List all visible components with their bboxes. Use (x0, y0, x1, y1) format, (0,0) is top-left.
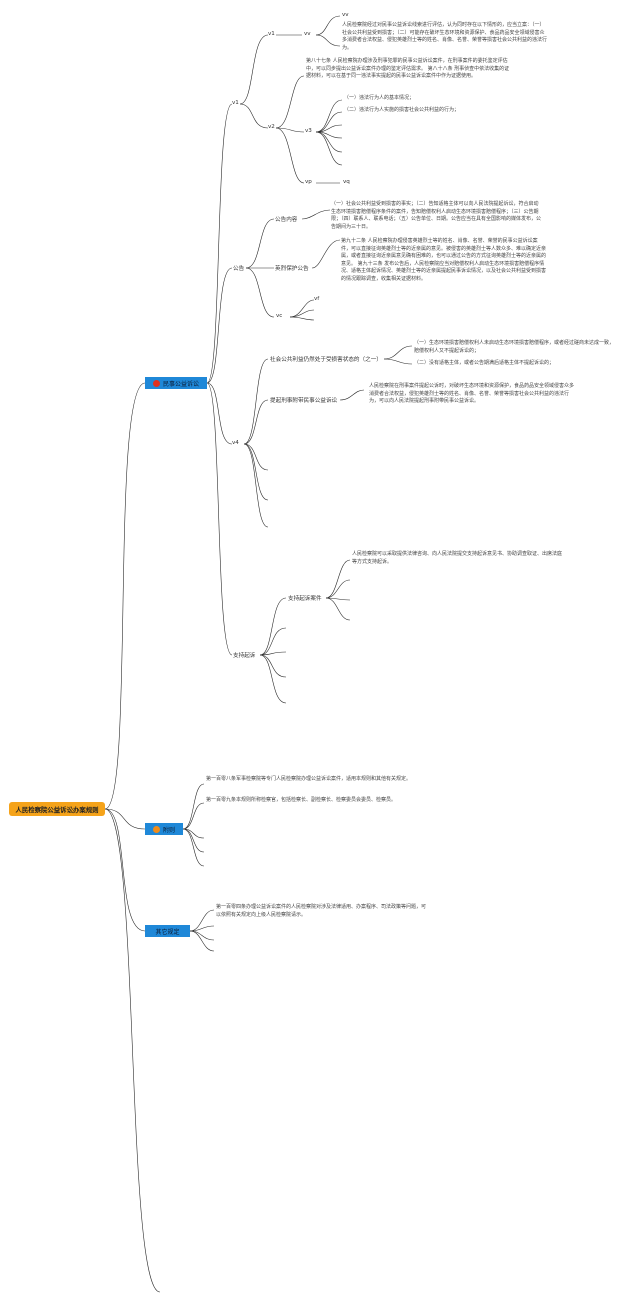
node-support[interactable]: 支持起诉 (233, 653, 256, 659)
node-v1[interactable]: v1 (232, 100, 239, 106)
text-act-1: （一）违法行为人的基本情况； (344, 95, 415, 101)
text-appendix-109: 第一百零九条本规则所称检察官，包括检察长、副检察长、检察委员会委员、检察员。 (206, 797, 397, 803)
node-vf[interactable]: vf (314, 296, 320, 302)
node-v2[interactable]: v2 (268, 124, 275, 130)
node-vv-leaf[interactable]: vv (342, 12, 349, 18)
node-support-case[interactable]: 支持起诉案件 (288, 596, 322, 602)
text-article-87-88: 第八十七条 人民检察院办理涉及刑事犯罪的民事公益诉讼案件，在刑事案件的委托鉴定评… (306, 58, 510, 80)
connector-v2-v3 (275, 127, 305, 133)
node-v3[interactable]: v3 (305, 128, 312, 134)
node-v1a[interactable]: v1 (268, 31, 275, 37)
branch-appendix[interactable]: 附则 (145, 823, 183, 835)
text-act-2: （二）违法行为人实施的损害社会公共利益的行为； (344, 107, 460, 113)
node-hero-protect[interactable]: 英烈保护公告 (275, 266, 309, 272)
connector-vv-assess (315, 34, 341, 47)
node-v4[interactable]: v4 (232, 440, 239, 446)
connector-v4-still (243, 358, 269, 445)
connector-civil-v4 (206, 382, 233, 445)
node-vq[interactable]: vq (343, 179, 350, 185)
node-vv[interactable]: vv (304, 31, 311, 37)
connector-root-tail (104, 808, 161, 1293)
connector-vv-top (315, 15, 341, 36)
connector-v4-criminal (243, 399, 269, 445)
connector-root-civil (104, 382, 146, 810)
connector-support-case (259, 597, 287, 656)
connector-v1-v2 (239, 103, 269, 129)
root-node[interactable]: 人民检察院公益诉讼办案规则 (9, 802, 105, 816)
connector-civil-v1 (206, 103, 233, 384)
text-support-methods: 人民检察院可以采取提供法律咨询、向人民法院提交支持起诉意见书、协助调查取证、出席… (352, 551, 563, 565)
node-notice-content[interactable]: 公告内容 (275, 217, 298, 223)
connector-root-appendix (104, 808, 146, 830)
connector-notice-vc (245, 267, 275, 318)
node-still-damaged[interactable]: 社会公共利益仍然处于受损害状态的（之一） (270, 357, 382, 363)
text-still-damaged-1: （一）生态环境损害赔偿权利人未启动生态环境损害赔偿程序，或者经过磋商未达成一致，… (414, 340, 615, 354)
node-vp[interactable]: vp (305, 179, 312, 185)
text-notice-content: （一）社会公共利益受到损害的事实；（二）告知适格主体可以向人民法院提起诉讼，符合… (331, 201, 542, 230)
connector-civil-support (206, 382, 233, 656)
branch-civil-public-interest[interactable]: 民事公益诉讼 (145, 377, 207, 389)
red-circle-icon (152, 379, 160, 387)
text-still-damaged-2: （二）没有适格主体，或者公告期满后适格主体不提起诉讼的； (414, 360, 555, 366)
text-other-104: 第一百零四条办理公益诉讼案件的人民检察院对涉及法律适用、办案程序、司法政策等问题… (216, 904, 427, 918)
text-criminal-civil: 人民检察院在刑事案件提起公诉时，对破坏生态环境和资源保护，食品药品安全领域侵害众… (369, 383, 575, 405)
connector-civil-notice (206, 267, 233, 384)
connector-v1-v1a (239, 34, 269, 105)
text-appendix-108: 第一百零八条军事检察院等专门人民检察院办理公益诉讼案件，适用本规则和其他有关规定… (206, 776, 412, 782)
text-assessment: 人民检察院经过对民事公益诉讼线索进行评估，认为同时存在以下情形的，应当立案：（一… (342, 22, 548, 51)
connector-root-other (104, 808, 146, 932)
branch-other-provisions[interactable]: 其它规定 (145, 925, 190, 937)
connector-v2-art87 (275, 75, 305, 129)
orange-circle-icon (152, 825, 160, 833)
node-vc[interactable]: vc (276, 313, 283, 319)
node-criminal-civil[interactable]: 提起刑事附带民事公益诉讼 (270, 398, 338, 404)
node-notice[interactable]: 公告 (233, 266, 245, 272)
connector-v2-vp (275, 127, 305, 184)
connector-notice-content (245, 218, 275, 269)
text-hero-protection: 第九十二条 人民检察院办理侵害英雄烈士等的姓名、肖像、名誉、荣誉的民事公益诉讼案… (341, 238, 547, 282)
